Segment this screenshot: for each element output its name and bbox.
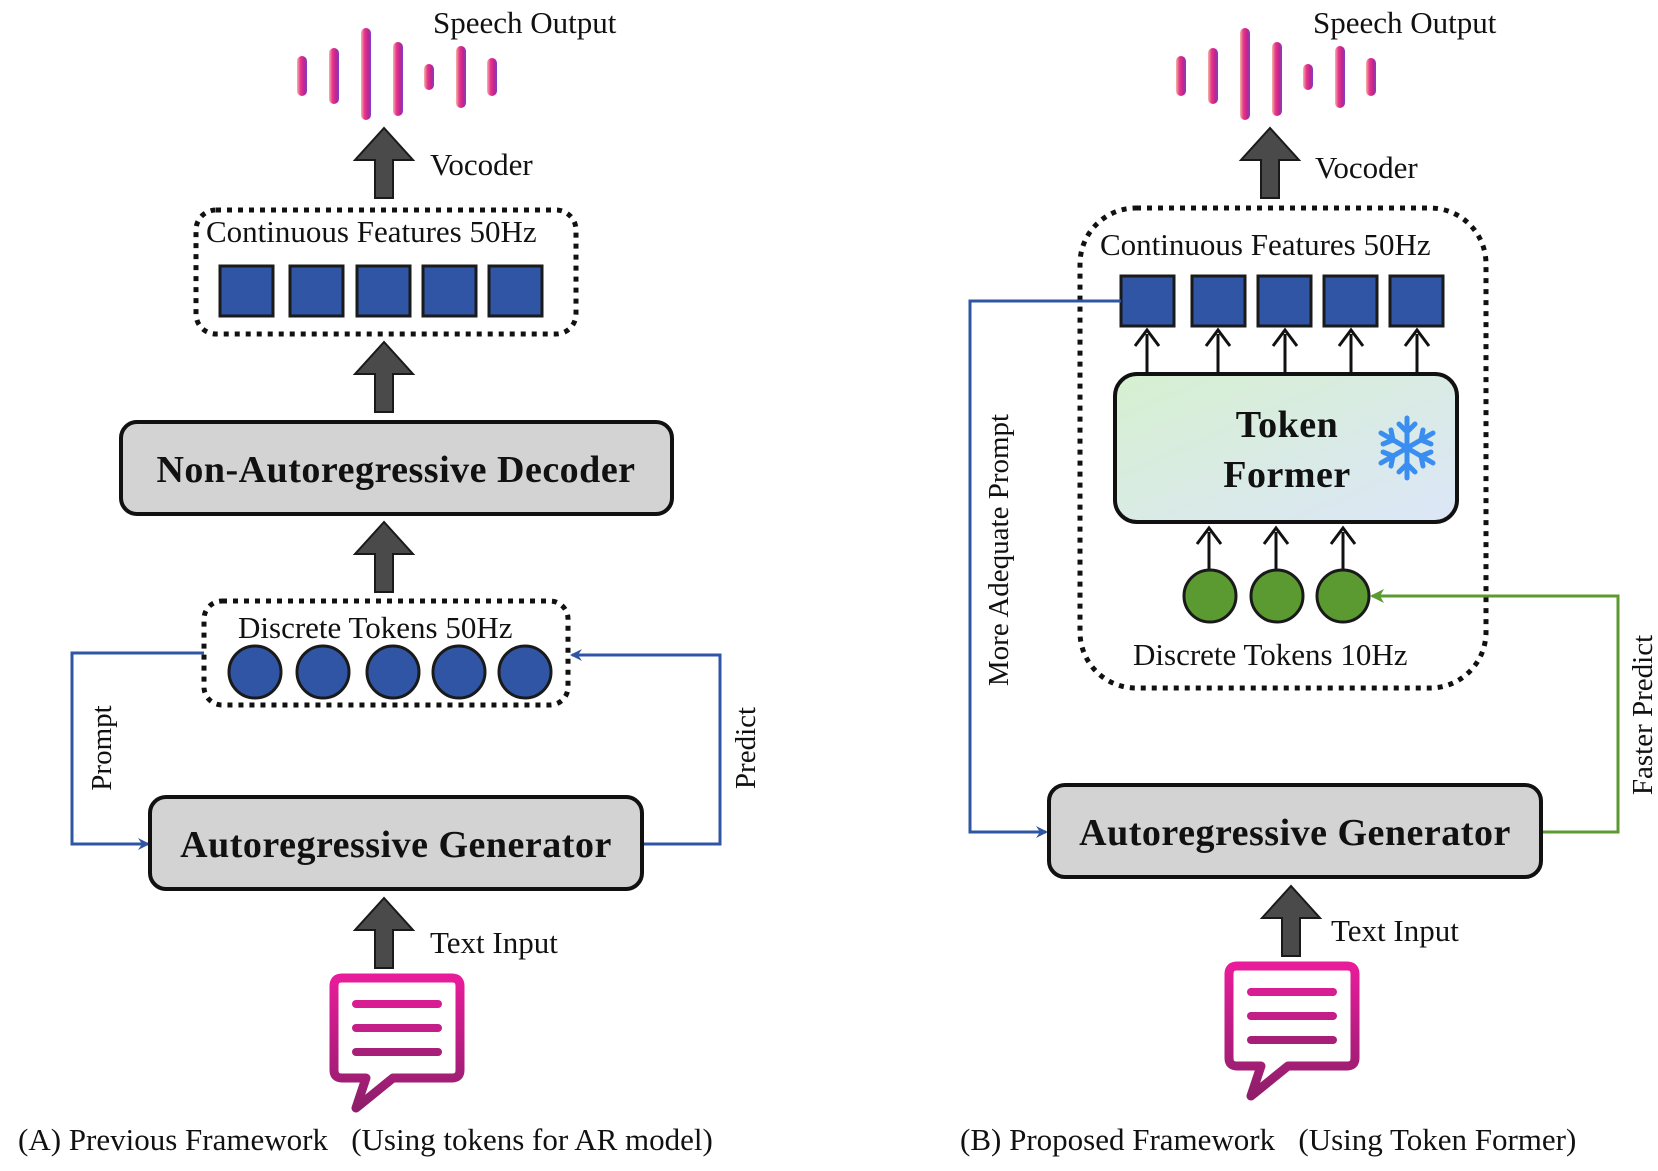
- snowflake-icon: [1378, 415, 1436, 481]
- caption-b: (B) Proposed Framework (Using Token Form…: [960, 1122, 1576, 1157]
- discrete-tokens-container: [201, 598, 571, 708]
- token-circle: [1315, 568, 1371, 624]
- text-input-arrow: [1259, 884, 1323, 957]
- token-former-box: [1113, 372, 1459, 524]
- token-circle: [295, 644, 351, 700]
- output-arrows: [1133, 327, 1431, 372]
- continuous-feature-squares: [1119, 274, 1445, 328]
- more-adequate-prompt-connector: [968, 299, 1121, 838]
- caption-a: (A) Previous Framework (Using tokens for…: [18, 1122, 713, 1157]
- feature-square: [421, 264, 478, 318]
- feature-square: [1256, 274, 1313, 328]
- faster-predict-label: Faster Predict: [1627, 635, 1658, 795]
- vocoder-arrow: [1238, 126, 1302, 199]
- autoregressive-generator-box: [148, 795, 644, 891]
- continuous-features-label: Continuous Features 50Hz: [206, 214, 537, 249]
- token-former-label-line1: Token: [1236, 404, 1339, 446]
- feature-square: [1119, 274, 1176, 328]
- feature-square: [288, 264, 345, 318]
- prompt-connector: [70, 651, 204, 850]
- panel-a: Speech Output Vocoder Continuous Feature…: [18, 5, 762, 1157]
- vocoder-arrow: [352, 126, 416, 199]
- discrete-token-circles: [227, 644, 553, 700]
- up-arrow: [352, 340, 416, 413]
- feature-square: [1322, 274, 1379, 328]
- token-circle: [227, 644, 283, 700]
- waveform-icon: [297, 28, 497, 120]
- discrete-tokens-label: Discrete Tokens 50Hz: [238, 610, 512, 645]
- message-icon: [1224, 961, 1360, 1101]
- input-arrows: [1195, 525, 1357, 572]
- continuous-features-container: [193, 207, 579, 337]
- vocoder-label: Vocoder: [430, 147, 533, 182]
- waveform-icon: [1176, 28, 1376, 120]
- message-icon: [329, 973, 465, 1113]
- autoregressive-generator-box: [1047, 783, 1543, 879]
- token-former-container: [1077, 205, 1489, 691]
- text-input-label: Text Input: [1331, 913, 1459, 948]
- predict-connector: [570, 649, 722, 846]
- text-input-label: Text Input: [430, 925, 558, 960]
- token-circle: [431, 644, 487, 700]
- token-circle: [365, 644, 421, 700]
- panel-b: Speech Output Vocoder Continuous Feature…: [960, 5, 1658, 1157]
- speech-output-label: Speech Output: [433, 5, 617, 40]
- token-former-label-line2: Former: [1223, 454, 1350, 496]
- vocoder-label: Vocoder: [1315, 150, 1418, 185]
- non-autoregressive-decoder-box: [119, 420, 674, 516]
- text-input-arrow: [352, 896, 416, 969]
- predict-label: Predict: [730, 707, 762, 789]
- prompt-label: Prompt: [86, 705, 118, 790]
- feature-square: [1190, 274, 1247, 328]
- feature-square: [218, 264, 275, 318]
- generator-label: Autoregressive Generator: [1079, 812, 1511, 854]
- faster-predict-connector: [1370, 589, 1620, 834]
- continuous-feature-squares: [218, 264, 544, 318]
- speech-output-label: Speech Output: [1313, 5, 1497, 40]
- feature-square: [1388, 274, 1445, 328]
- decoder-label: Non-Autoregressive Decoder: [156, 449, 635, 491]
- generator-label: Autoregressive Generator: [180, 824, 612, 866]
- discrete-token-circles: [1182, 568, 1371, 624]
- token-circle: [1182, 568, 1238, 624]
- feature-square: [487, 264, 544, 318]
- up-arrow: [352, 520, 416, 593]
- token-circle: [1249, 568, 1305, 624]
- continuous-features-label: Continuous Features 50Hz: [1100, 227, 1431, 262]
- token-circle: [497, 644, 553, 700]
- feature-square: [355, 264, 412, 318]
- discrete-tokens-label: Discrete Tokens 10Hz: [1133, 637, 1407, 672]
- more-adequate-prompt-label: More Adequate Prompt: [983, 414, 1015, 686]
